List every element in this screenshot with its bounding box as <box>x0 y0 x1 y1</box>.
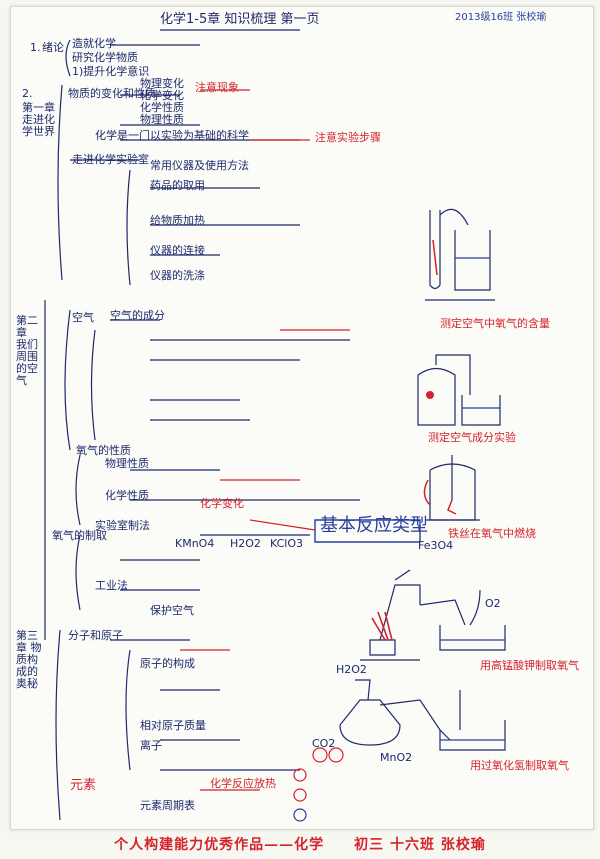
section-1-item: 研究化学物质 <box>72 51 138 64</box>
formula-o2: O2 <box>485 597 501 610</box>
diagram-caption-4: 用高锰酸钾制取氧气 <box>480 659 579 672</box>
section-3-item: 化学性质 <box>105 489 149 502</box>
annotation-mark-1: 注意现象 <box>195 81 239 94</box>
section-2-item: 走进化学实验室 <box>72 153 149 166</box>
section-1-item: 1)提升化学意识 <box>72 65 150 78</box>
notes-sheet <box>10 6 594 830</box>
section-2-item: 物理变化 <box>140 77 184 90</box>
section-2-item: 化学性质 <box>140 101 184 114</box>
formula-kmno4: KMnO4 <box>175 537 215 550</box>
formula-h2o2: H2O2 <box>230 537 261 550</box>
footer-caption: 个人构建能力优秀作品——化学 初三 十六班 张校瑜 <box>114 837 486 853</box>
page-title: 化学1-5章 知识梳理 第一页 <box>160 12 320 27</box>
annotation-mark-2: 注意实验步骤 <box>315 131 381 144</box>
section-3-item: 空气 <box>72 311 94 324</box>
section-3-item: 工业法 <box>95 579 128 592</box>
section-2-item: 化学变化 <box>140 89 184 102</box>
class-note: 2013级16班 张校瑜 <box>455 12 547 23</box>
section-4-item: 元素 <box>70 778 97 793</box>
section-3-heading: 第二章 我们周围的空气 <box>16 314 38 387</box>
formula-fe3o4: Fe3O4 <box>418 539 454 552</box>
section-2-heading: 第一章 走进化学世界 <box>22 101 55 138</box>
section-2-item: 仪器的连接 <box>150 244 205 257</box>
section-3-item: 氧气的制取 <box>52 529 107 542</box>
section-4-item: 离子 <box>140 739 162 752</box>
section-2-item: 仪器的洗涤 <box>150 269 205 282</box>
section-2-item: 化学是一门以实验为基础的科学 <box>95 129 249 142</box>
section-1-item: 造就化学 <box>72 37 116 50</box>
section-1-number: 1. <box>30 41 41 54</box>
section-3-item: 空气的成分 <box>110 309 165 322</box>
annotation-temp-note: 化学反应放热 <box>210 777 276 790</box>
diagram-caption-5: 用过氧化氢制取氧气 <box>470 759 569 772</box>
diagram-caption-2: 测定空气成分实验 <box>428 431 516 444</box>
section-2-number: 2. <box>22 87 33 100</box>
annotation-chemical-changes: 化学变化 <box>200 497 244 510</box>
section-2-item: 常用仪器及使用方法 <box>150 159 249 172</box>
formula-h2o2-label: H2O2 <box>336 663 367 676</box>
section-4-item: 相对原子质量 <box>140 719 206 732</box>
section-2-item: 物理性质 <box>140 113 184 126</box>
section-4-item: 元素周期表 <box>140 799 195 812</box>
annotation-basic-reaction: 基本反应类型 <box>320 515 428 536</box>
formula-co2: CO2 <box>312 737 336 750</box>
formula-kclo3: KClO3 <box>270 537 304 550</box>
section-2-item: 物质的变化和性质 <box>68 87 156 100</box>
section-3-item: 氧气的性质 <box>76 444 131 457</box>
section-4-heading: 第三章 物质构成的奥秘 <box>16 629 42 690</box>
section-4-item: 分子和原子 <box>68 629 123 642</box>
section-2-item: 药品的取用 <box>150 179 205 192</box>
formula-mno2: MnO2 <box>380 751 413 764</box>
diagram-caption-1: 测定空气中氧气的含量 <box>440 317 550 330</box>
section-3-item: 保护空气 <box>150 604 194 617</box>
diagram-caption-3: 铁丝在氧气中燃烧 <box>448 527 536 540</box>
section-2-item: 给物质加热 <box>150 214 205 227</box>
section-3-item: 物理性质 <box>105 457 149 470</box>
section-3-item: 实验室制法 <box>95 519 150 532</box>
section-4-item: 原子的构成 <box>140 657 195 670</box>
section-1-heading: 绪论 <box>42 41 64 54</box>
